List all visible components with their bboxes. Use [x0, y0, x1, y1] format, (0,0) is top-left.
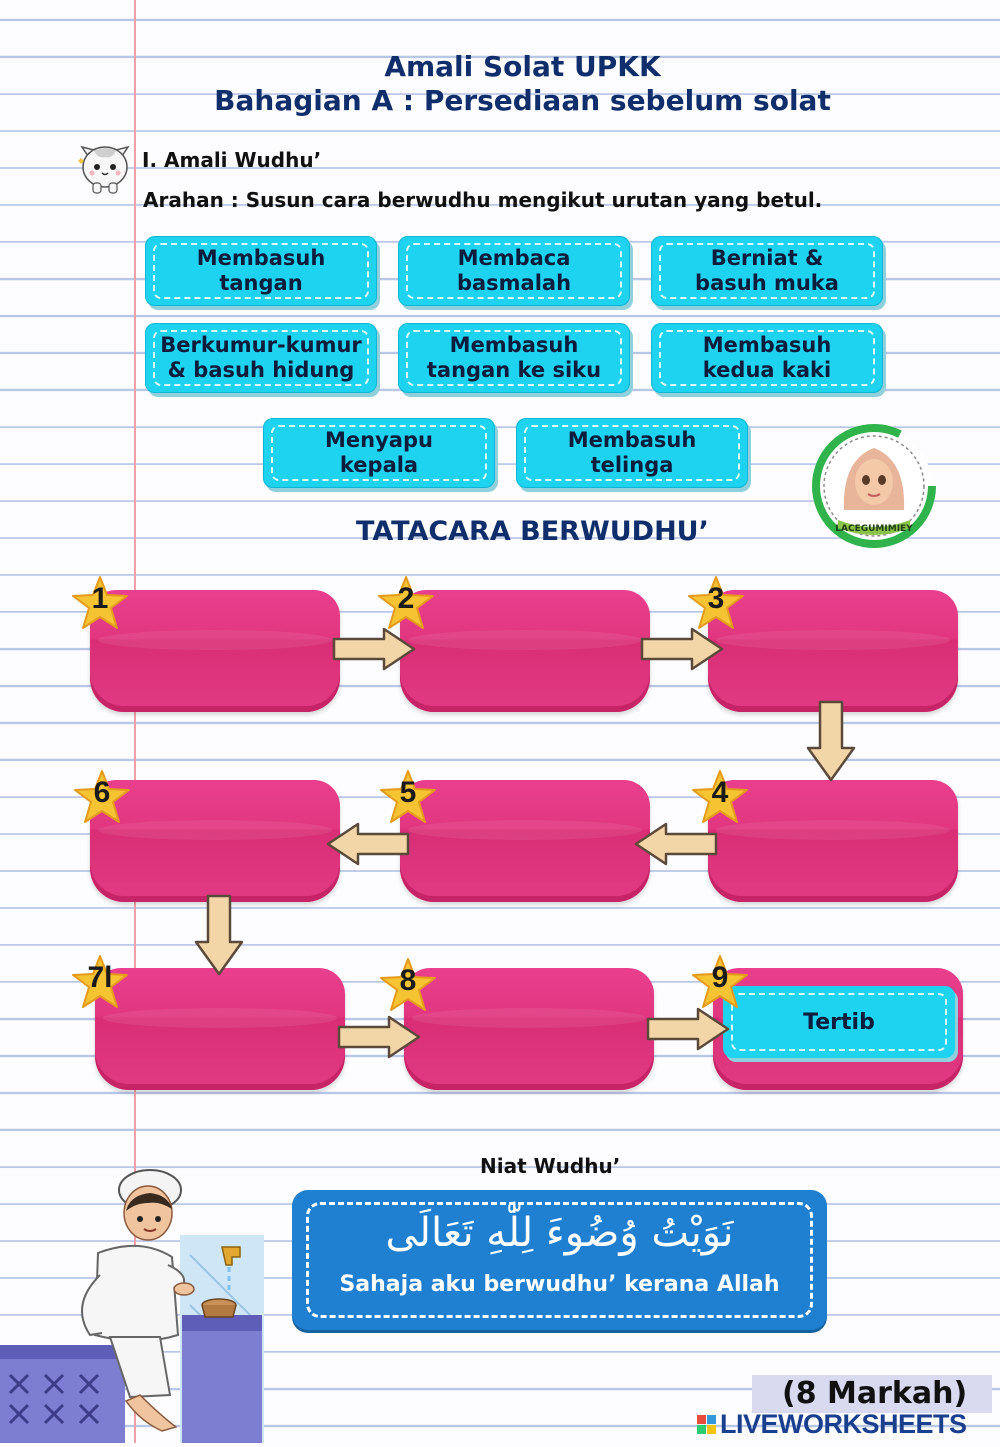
step-number-star: 9 [690, 953, 750, 1013]
marks-label-box: (8 Markah) [752, 1375, 992, 1413]
arrow-right-icon [640, 627, 724, 671]
brand-name: LIVEWORKSHEETS [720, 1408, 967, 1439]
option-card-berkumur[interactable]: Berkumur-kumur & basuh hidung [145, 323, 377, 393]
instruction-text: Arahan : Susun cara berwudhu mengikut ur… [143, 188, 823, 212]
marks-label: (8 Markah) [782, 1376, 968, 1411]
step-number-star: 8 [378, 956, 438, 1016]
option-card-kedua-kaki[interactable]: Membasuh kedua kaki [651, 323, 883, 393]
arrow-down-icon [194, 894, 244, 976]
page-title: Amali Solat UPKK [384, 50, 661, 83]
option-label: Membasuh telinga [567, 427, 697, 477]
option-label: Membasuh kedua kaki [702, 332, 832, 382]
given-answer-card: Tertib [723, 986, 955, 1058]
boy-wudhu-illustration [0, 1165, 270, 1443]
brand-logo-icon [697, 1414, 716, 1434]
step-slot-2[interactable] [400, 590, 650, 712]
avatar-badge: LACEGUMIMIEY [808, 420, 940, 555]
arrow-right-icon [337, 1015, 421, 1059]
arrow-right-icon [646, 1007, 730, 1051]
step-slot-3[interactable] [708, 590, 958, 712]
option-label: Membasuh tangan ke siku [426, 332, 602, 382]
notebook-margin-line [134, 0, 136, 1443]
step-slot-6[interactable] [90, 780, 340, 902]
brand-footer[interactable]: LIVEWORKSHEETS [697, 1408, 967, 1440]
niat-box: نَوَيْتُ وُضُوءَ لِلّٰهِ تَعَالَى Sahaja… [292, 1190, 827, 1330]
section-label: I. Amali Wudhu’ [142, 148, 322, 172]
option-card-membasuh-tangan[interactable]: Membasuh tangan [145, 236, 377, 306]
step-number-star: 2 [376, 574, 436, 634]
step-slot-5[interactable] [400, 780, 650, 902]
badge-text: LACEGUMIMIEY [835, 524, 913, 534]
step-slot-1[interactable] [90, 590, 340, 712]
step-slot-8[interactable] [404, 968, 654, 1090]
flow-heading: TATACARA BERWUDHU’ [356, 516, 709, 547]
step-number-star: 7l [70, 953, 130, 1013]
cat-sticker-icon [76, 135, 134, 195]
option-label: Berniat & basuh muka [695, 245, 839, 295]
option-card-membasuh-telinga[interactable]: Membasuh telinga [516, 418, 748, 488]
option-card-membaca-basmalah[interactable]: Membaca basmalah [398, 236, 630, 306]
niat-arabic-text: نَوَيْتُ وُضُوءَ لِلّٰهِ تَعَالَى [385, 1210, 734, 1256]
arrow-left-icon [634, 822, 718, 866]
arrow-left-icon [326, 822, 410, 866]
option-card-menyapu-kepala[interactable]: Menyapu kepala [263, 418, 495, 488]
option-label: Berkumur-kumur & basuh hidung [160, 332, 362, 382]
step-slot-7[interactable] [95, 968, 345, 1090]
step-number-star: 5 [378, 768, 438, 828]
given-answer-label: Tertib [803, 1009, 875, 1035]
step-number-star: 1 [70, 574, 130, 634]
option-card-berniat-basuh-muka[interactable]: Berniat & basuh muka [651, 236, 883, 306]
option-label: Menyapu kepala [325, 427, 433, 477]
arrow-right-icon [332, 627, 416, 671]
step-slot-4[interactable] [708, 780, 958, 902]
arrow-down-icon [806, 700, 856, 782]
option-label: Membaca basmalah [456, 245, 572, 295]
option-label: Membasuh tangan [196, 245, 326, 295]
niat-title: Niat Wudhu’ [480, 1154, 621, 1178]
step-number-star: 3 [686, 574, 746, 634]
step-number-star: 6 [72, 768, 132, 828]
option-card-tangan-ke-siku[interactable]: Membasuh tangan ke siku [398, 323, 630, 393]
niat-translation-text: Sahaja aku berwudhu’ kerana Allah [339, 1272, 780, 1297]
page-subtitle: Bahagian A : Persediaan sebelum solat [214, 84, 831, 117]
step-number-star: 4 [690, 768, 750, 828]
